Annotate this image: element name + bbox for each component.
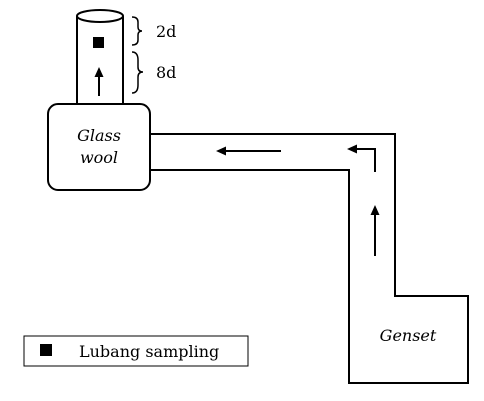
glass-wool-label-line2: wool [80,148,118,167]
genset-label: Genset [380,326,437,345]
flow-arrow-corner [347,144,376,172]
brace-2d [131,16,143,46]
legend: Lubang sampling [23,335,249,367]
flow-arrow-horizontal [216,146,281,156]
legend-sampling-icon [40,344,52,356]
sampling-hole-marker [93,37,104,48]
flow-arrow-stack-up [94,67,104,96]
flow-arrow-vertical [370,205,380,256]
glass-wool-box [47,103,151,191]
exhaust-pipe [150,133,469,384]
brace-8d [131,51,144,94]
dimension-label-8d: 8d [156,63,176,82]
stack-cylinder [76,9,124,104]
legend-label: Lubang sampling [79,342,219,361]
glass-wool-label-line1: Glass [77,126,121,145]
dimension-label-2d: 2d [156,22,176,41]
legend-box [23,335,249,367]
